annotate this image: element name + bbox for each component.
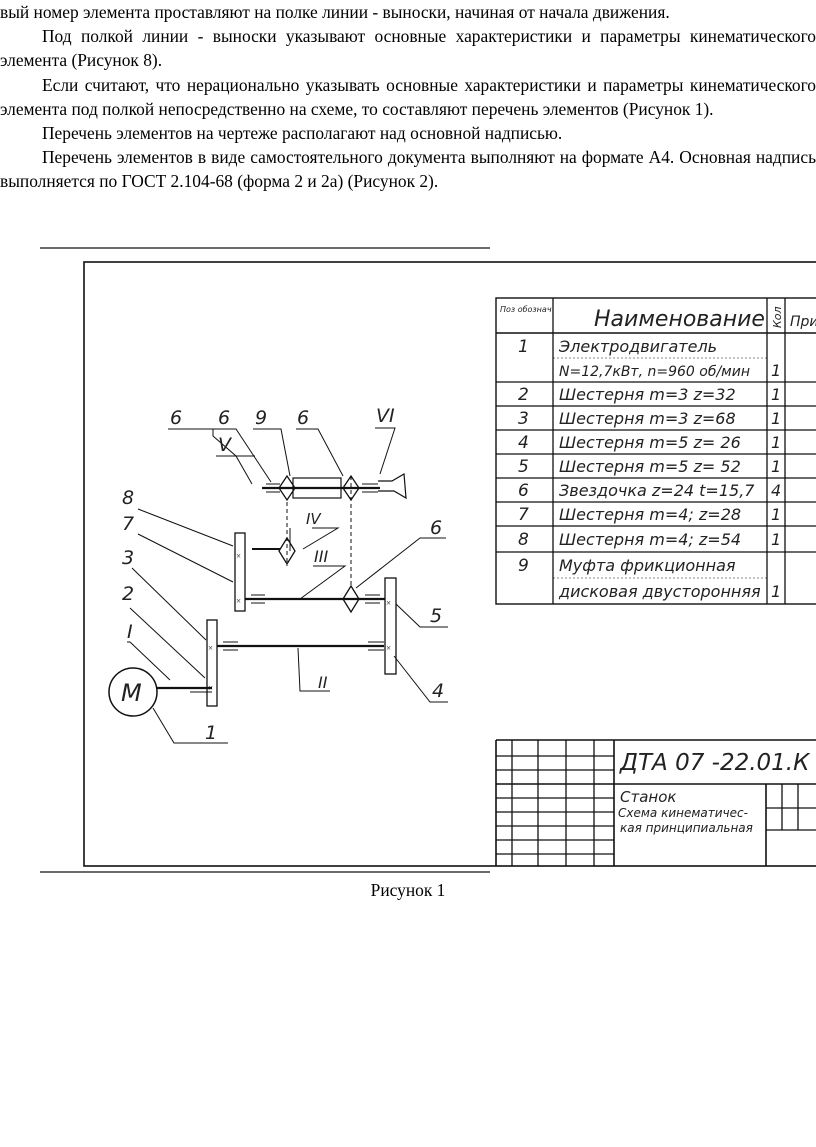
table-row-name: Звездочка z=24 t=15,7 bbox=[559, 481, 755, 500]
kinematic-scheme-figure: × × × × × × bbox=[0, 246, 816, 900]
element-list-text: Поз обознач Наименование Кол При bbox=[500, 305, 816, 332]
paragraph-5: Перечень элементов в виде самостоятельно… bbox=[0, 147, 816, 192]
callout-IV: IV bbox=[306, 510, 322, 528]
motor-label: М bbox=[121, 679, 142, 707]
callout-7: 7 bbox=[122, 513, 134, 535]
callout-1: 1 bbox=[205, 722, 217, 744]
table-row-name: Электродвигатель bbox=[558, 337, 717, 356]
table-row-qty: 1 bbox=[771, 530, 781, 549]
scheme-name-2: кая принципиальная bbox=[620, 821, 753, 835]
table-row-pos: 6 bbox=[518, 481, 529, 501]
gear-2 bbox=[206, 619, 218, 707]
callout-6-a: 6 bbox=[170, 407, 182, 429]
callout-I: I bbox=[127, 621, 133, 643]
gear-5 bbox=[384, 577, 397, 675]
table-row-name: Муфта фрикционная bbox=[559, 556, 736, 575]
header-note: При bbox=[790, 314, 816, 330]
callout-VI: VI bbox=[376, 405, 395, 427]
table-row-qty: 1 bbox=[771, 505, 781, 524]
svg-text:×: × bbox=[208, 683, 213, 693]
table-row-pos: 2 bbox=[518, 385, 529, 405]
table-row-pos: 7 bbox=[518, 505, 529, 525]
clutch-9 bbox=[292, 477, 342, 499]
callout-8: 8 bbox=[122, 487, 134, 509]
table-row-name: Шестерня m=5 z= 52 bbox=[559, 457, 741, 476]
table-row-pos: 1 bbox=[518, 337, 529, 357]
callout-II: II bbox=[318, 673, 328, 692]
table-row-name: N=12,7кВт, n=960 об/мин bbox=[559, 364, 750, 380]
header-name: Наименование bbox=[594, 307, 765, 332]
gear-8 bbox=[234, 532, 246, 612]
table-row-qty: 1 bbox=[771, 361, 781, 380]
table-row-qty: 1 bbox=[771, 409, 781, 428]
callout-V: V bbox=[218, 434, 233, 456]
paragraph-4: Перечень элементов на чертеже располагаю… bbox=[42, 123, 563, 144]
table-row-qty: 1 bbox=[771, 582, 781, 601]
title-block bbox=[495, 739, 816, 866]
paragraph-3: Если считают, что нерационально указыват… bbox=[0, 74, 816, 119]
table-row-name: Шестерня m=4; z=54 bbox=[559, 530, 741, 549]
callout-5: 5 bbox=[430, 605, 442, 627]
title-block-text: ДТА 07 -22.01.К Станок Схема кинематичес… bbox=[618, 750, 811, 835]
product-name: Станок bbox=[620, 788, 676, 806]
table-row-name: Шестерня m=4; z=28 bbox=[559, 505, 741, 524]
table-row-name: дисковая двусторонняя bbox=[558, 582, 761, 601]
callout-9: 9 bbox=[255, 407, 267, 429]
table-row-qty: 1 bbox=[771, 433, 781, 452]
table-row-name: Шестерня m=3 z=68 bbox=[559, 409, 736, 428]
doc-code: ДТА 07 -22.01.К bbox=[619, 750, 811, 776]
svg-text:×: × bbox=[236, 551, 241, 561]
table-row-pos: 5 bbox=[518, 457, 529, 477]
svg-text:×: × bbox=[236, 596, 241, 606]
scheme-name-1: Схема кинематичес- bbox=[618, 806, 748, 820]
header-qty: Кол bbox=[771, 306, 784, 328]
svg-text:×: × bbox=[208, 643, 213, 653]
callout-labels: 1 2 I 3 7 8 6 6 9 6 V VI IV III 6 5 4 II… bbox=[121, 405, 444, 744]
callout-4: 4 bbox=[432, 680, 444, 702]
header-pos: Поз обознач bbox=[500, 305, 552, 314]
mechanism: × × × × × × bbox=[108, 427, 448, 744]
table-row-pos: 9 bbox=[518, 556, 529, 576]
table-row-name: Шестерня m=5 z= 26 bbox=[559, 433, 741, 452]
callout-3: 3 bbox=[122, 547, 134, 569]
kinematic-scheme-drawing: × × × × × × bbox=[40, 247, 816, 873]
svg-text:×: × bbox=[386, 643, 391, 653]
table-row-pos: 4 bbox=[518, 433, 529, 453]
table-row-qty: 4 bbox=[771, 481, 781, 500]
callout-2: 2 bbox=[122, 583, 134, 605]
figure-caption: Рисунок 1 bbox=[370, 880, 446, 900]
table-row-name: Шестерня m=3 z=32 bbox=[559, 385, 736, 404]
motor-circle bbox=[108, 667, 158, 717]
paragraph-2: Под полкой линии - выноски указывают осн… bbox=[0, 26, 816, 71]
drawing-frame bbox=[83, 261, 816, 867]
table-row-pos: 3 bbox=[518, 409, 529, 429]
element-list-table bbox=[495, 297, 816, 605]
body-text: вый номер элемента проставляют на полке … bbox=[0, 0, 816, 194]
callout-6-d: 6 bbox=[430, 517, 442, 539]
table-row-qty: 1 bbox=[771, 457, 781, 476]
callout-III: III bbox=[314, 547, 328, 566]
table-row-pos: 8 bbox=[518, 530, 529, 550]
paragraph-1: вый номер элемента проставляют на полке … bbox=[0, 2, 670, 22]
table-row-qty: 1 bbox=[771, 385, 781, 404]
callout-6-b: 6 bbox=[218, 407, 230, 429]
svg-text:×: × bbox=[386, 598, 391, 608]
callout-6-c: 6 bbox=[297, 407, 309, 429]
